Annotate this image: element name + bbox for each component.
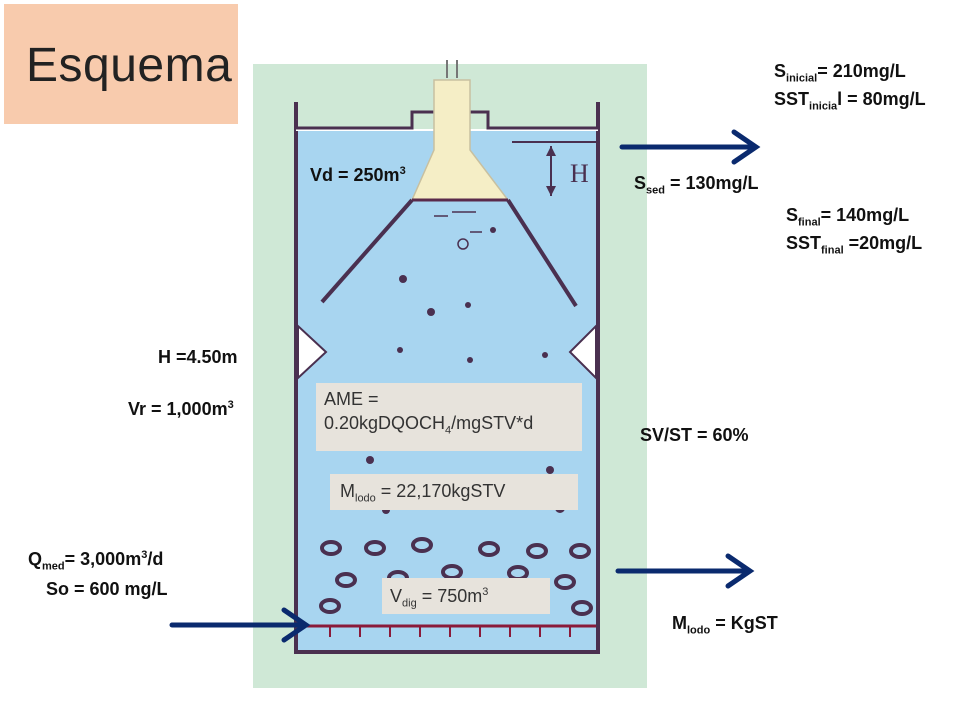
effluent-arrow [619,129,761,165]
deflector-right [506,198,578,308]
vr-label: Vr = 1,000m3 [128,399,234,419]
so-label: So = 600 mg/L [46,579,168,599]
s-inicial-label: Sinicial= 210mg/L [774,61,906,85]
ame-box: AME = 0.20kgDQOCH4/mgSTV*d [316,383,582,451]
title-box: Esquema [4,4,238,124]
m-lodo-out-label: Mlodo = KgST [672,613,778,637]
deflector-left [320,198,414,304]
ame-line2: 0.20kgDQOCH4/mgSTV*d [324,413,534,437]
q-med-label: Qmed= 3,000m3/d [28,549,164,573]
distributor-pipe [298,624,596,637]
m-lodo-box: Mlodo = 22,170kgSTV [330,474,578,510]
reactor-tank [294,102,600,654]
page-title: Esquema [26,39,233,92]
sv-st-label: SV/ST = 60% [640,425,749,445]
sst-inicial-label: SSTinicial = 80mg/L [774,89,926,113]
influent-arrow [169,607,311,643]
baffle-right [568,323,597,381]
v-dig-box: Vdig = 750m3 [382,578,550,614]
ame-line1: AME = [324,389,379,409]
s-sed-label: Ssed = 130mg/L [634,173,759,197]
sludge-out-arrow [615,553,755,589]
sst-final-label: SSTfinal =20mg/L [786,233,923,257]
h-label: H =4.50m [158,347,238,367]
vd-label: Vd = 250m3 [310,165,406,185]
baffle-left [297,323,328,381]
h-symbol: H [570,159,589,188]
s-final-label: Sfinal= 140mg/L [786,205,910,229]
